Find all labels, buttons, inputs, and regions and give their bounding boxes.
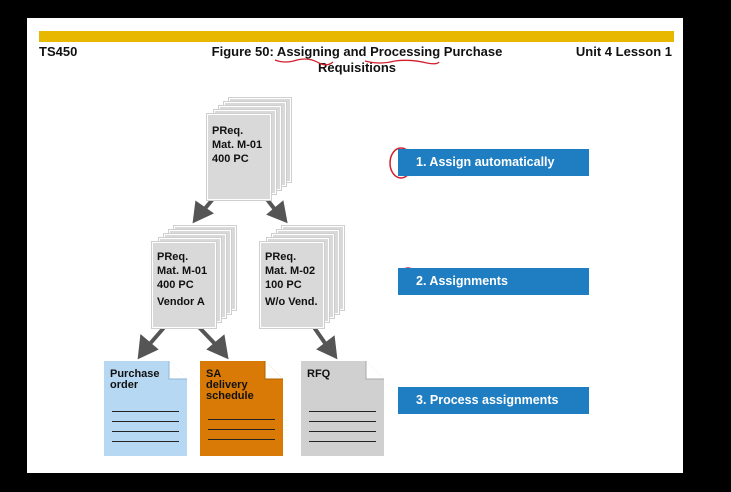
preq-stack-right: PReq. Mat. M-02 100 PC W/o Vend.: [260, 226, 350, 328]
sa-delivery-schedule-label: SA delivery schedule: [206, 368, 254, 402]
preq-left-label: PReq.: [157, 251, 189, 263]
preq-right-text: PReq. Mat. M-02 100 PC W/o Vend.: [265, 250, 318, 309]
preq-stack-left: PReq. Mat. M-01 400 PC Vendor A: [152, 226, 242, 328]
course-code: TS450: [39, 44, 78, 59]
figure-title: Figure 50: Assigning and Processing Purc…: [177, 44, 537, 76]
figure-title-line1: Figure 50: Assigning and Processing Purc…: [211, 44, 503, 59]
sa-delivery-schedule-doc: SA delivery schedule: [200, 361, 283, 456]
underline-assigning: [274, 58, 334, 66]
purchase-order-doc: Purchase order: [104, 361, 187, 456]
preq-right-vendor: W/o Vend.: [265, 296, 318, 308]
purchase-order-lines: [112, 411, 179, 451]
accent-bar: [39, 31, 674, 42]
preq-left-material: Mat. M-01: [157, 265, 208, 277]
step-process-assignments: 3. Process assignments: [398, 387, 589, 414]
preq-right-quantity: 100 PC: [265, 279, 302, 291]
unit-lesson: Unit 4 Lesson 1: [575, 44, 672, 59]
step-assignments: 2. Assignments: [398, 268, 589, 295]
slide: TS450 Figure 50: Assigning and Processin…: [27, 18, 683, 473]
sa-delivery-schedule-lines: [208, 419, 275, 449]
rfq-label: RFQ: [307, 368, 331, 380]
preq-top-quantity: 400 PC: [212, 153, 249, 165]
step-assign-automatically: 1. Assign automatically: [398, 149, 589, 176]
preq-left-text: PReq. Mat. M-01 400 PC Vendor A: [157, 250, 207, 309]
underline-processing: [364, 59, 440, 65]
rfq-icon: [301, 361, 384, 456]
preq-left-quantity: 400 PC: [157, 279, 194, 291]
sa-delivery-schedule-icon: [200, 361, 283, 456]
purchase-order-icon: [104, 361, 187, 456]
preq-right-material: Mat. M-02: [265, 265, 316, 277]
preq-stack-top: PReq. Mat. M-01 400 PC: [207, 98, 297, 200]
rfq-lines: [309, 411, 376, 451]
preq-top-text: PReq. Mat. M-01 400 PC: [212, 124, 262, 166]
rfq-doc: RFQ: [301, 361, 384, 456]
preq-right-label: PReq.: [265, 251, 297, 263]
preq-top-material: Mat. M-01: [212, 139, 263, 151]
purchase-order-label: Purchase order: [110, 368, 160, 391]
figure-title-line2: Requisitions: [317, 60, 396, 75]
preq-top-label: PReq.: [212, 125, 244, 137]
preq-left-vendor: Vendor A: [157, 296, 205, 308]
